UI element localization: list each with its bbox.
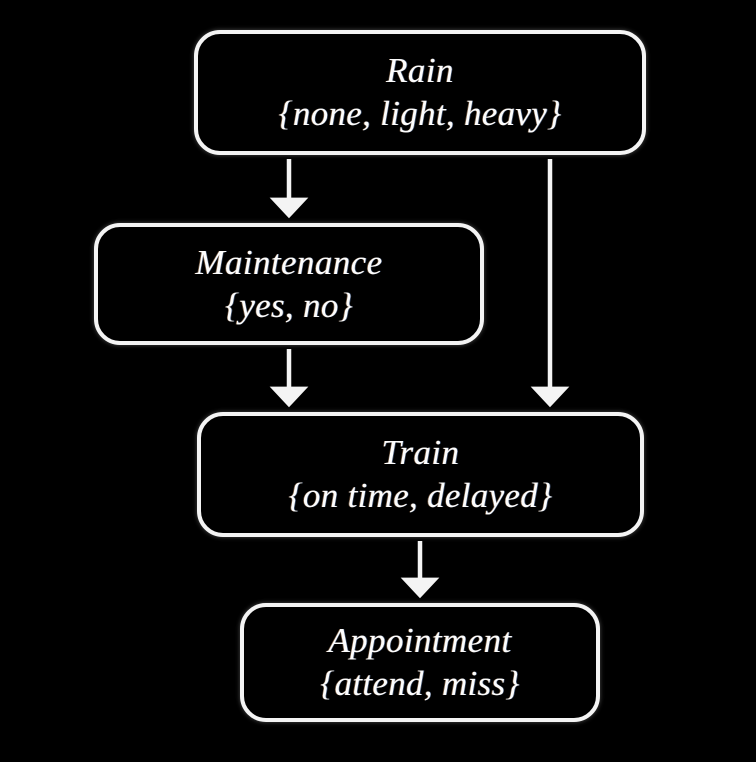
node-train-label: Train — [381, 433, 460, 473]
node-train[interactable]: Train {on time, delayed} — [197, 412, 644, 537]
node-rain-domain: {none, light, heavy} — [278, 94, 562, 133]
node-rain[interactable]: Rain {none, light, heavy} — [194, 30, 646, 155]
node-appointment[interactable]: Appointment {attend, miss} — [240, 603, 600, 722]
node-maintenance-label: Maintenance — [195, 242, 383, 282]
node-appointment-domain: {attend, miss} — [320, 664, 520, 703]
node-rain-label: Rain — [386, 51, 454, 91]
node-train-domain: {on time, delayed} — [288, 476, 553, 515]
node-maintenance-domain: {yes, no} — [225, 285, 353, 325]
node-appointment-label: Appointment — [328, 621, 512, 661]
node-maintenance[interactable]: Maintenance {yes, no} — [94, 223, 484, 345]
